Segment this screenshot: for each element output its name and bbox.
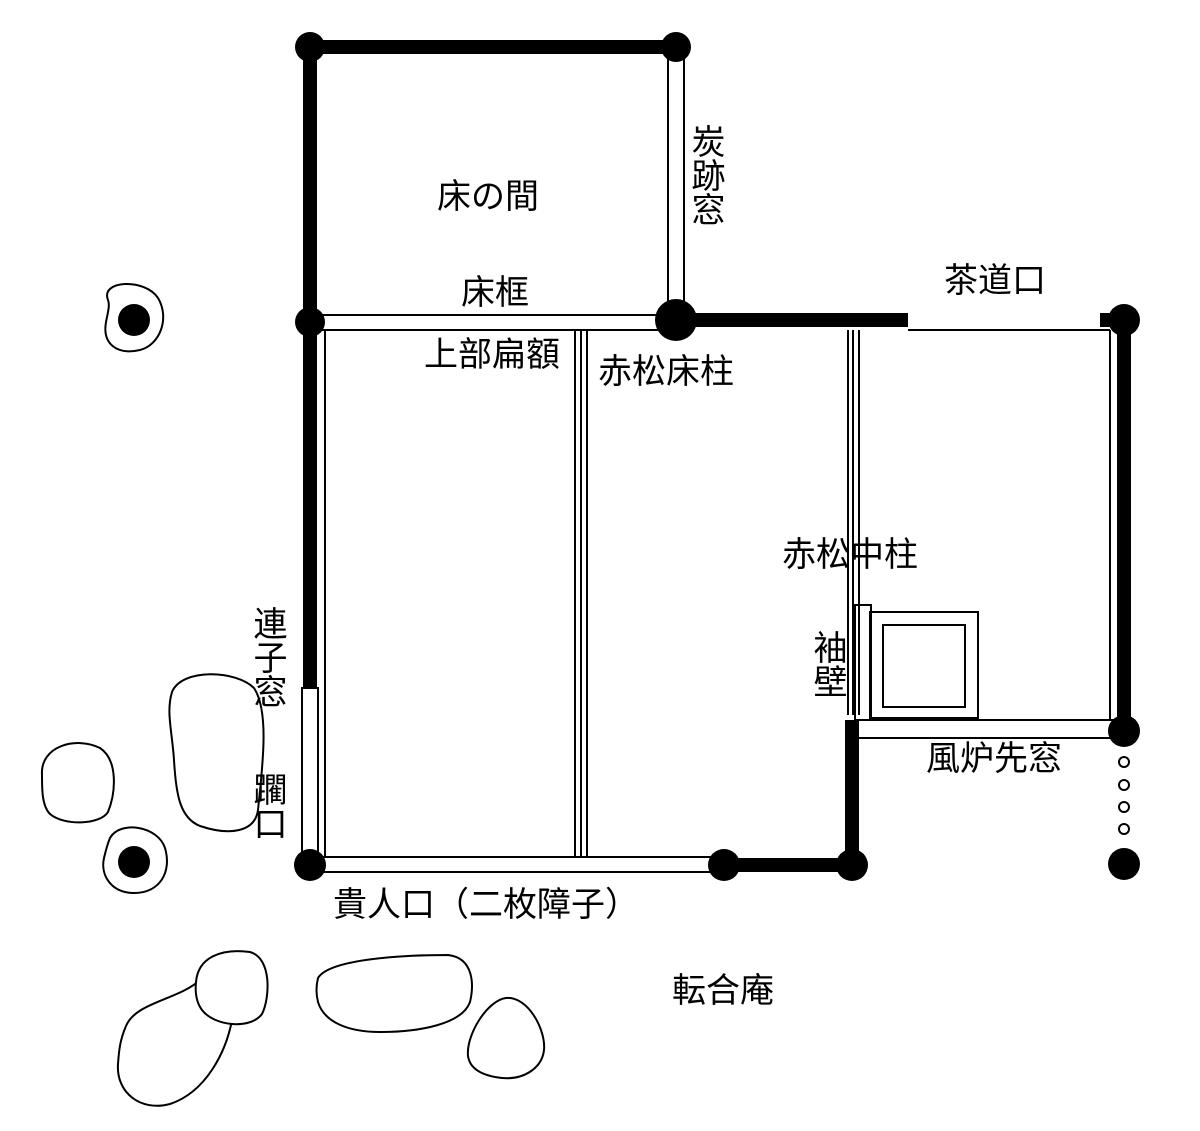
dot-mark-4 bbox=[1118, 823, 1130, 835]
stepping-stone-upper-mid bbox=[194, 950, 269, 1026]
stepping-stone-tall bbox=[168, 673, 265, 833]
sadoguchi-label: 茶道口 bbox=[944, 261, 1046, 301]
kininguchi-label: 貴人口（二枚障子） bbox=[333, 885, 639, 925]
furosaki-window-frame bbox=[854, 719, 1126, 739]
lantern-light-lower bbox=[118, 846, 150, 878]
post-top-right bbox=[661, 32, 691, 62]
sumiato-window-frame bbox=[667, 46, 685, 320]
furo-box-inner bbox=[882, 624, 966, 708]
nijiriguchi-label: 躙口 bbox=[247, 772, 287, 840]
dot-mark-1 bbox=[1118, 756, 1130, 768]
sumiato-window-label: 炭跡窓 bbox=[685, 124, 725, 226]
post-top-left bbox=[295, 32, 325, 62]
tokogamachi-label: 床框 bbox=[461, 273, 529, 313]
sodekabe-post bbox=[854, 604, 872, 721]
post-outside-right bbox=[1108, 848, 1140, 880]
tearoom-title: 転合庵 bbox=[672, 971, 774, 1011]
post-bottom-right bbox=[836, 849, 868, 881]
post-right-top bbox=[1108, 304, 1140, 336]
dot-mark-3 bbox=[1118, 801, 1130, 813]
post-bottom-mid bbox=[708, 849, 740, 881]
furo-box-outer bbox=[869, 611, 979, 719]
post-bottom-left bbox=[294, 849, 326, 881]
furosaki-window-label: 風炉先窓 bbox=[926, 739, 1062, 779]
dot-mark-2 bbox=[1118, 779, 1130, 791]
hengaku-label: 上部扁額 bbox=[424, 335, 560, 375]
nakabashira-label: 赤松中柱 bbox=[782, 535, 918, 575]
nijiriguchi-frame bbox=[301, 687, 319, 859]
renji-window-label: 連子窓 bbox=[247, 606, 287, 708]
post-right-furosaki bbox=[1108, 715, 1140, 747]
post-tokogamachi-left bbox=[295, 307, 325, 337]
stepping-stone-left bbox=[40, 742, 115, 824]
tokonoma-label: 床の間 bbox=[437, 177, 539, 217]
lantern-light-upper bbox=[118, 304, 150, 336]
post-tokobashira bbox=[655, 299, 697, 341]
stepping-stone-right bbox=[466, 996, 546, 1080]
tokobashira-label: 赤松床柱 bbox=[598, 352, 734, 392]
sodekabe-label: 袖壁 bbox=[807, 630, 847, 698]
stepping-stone-oval bbox=[315, 953, 473, 1034]
